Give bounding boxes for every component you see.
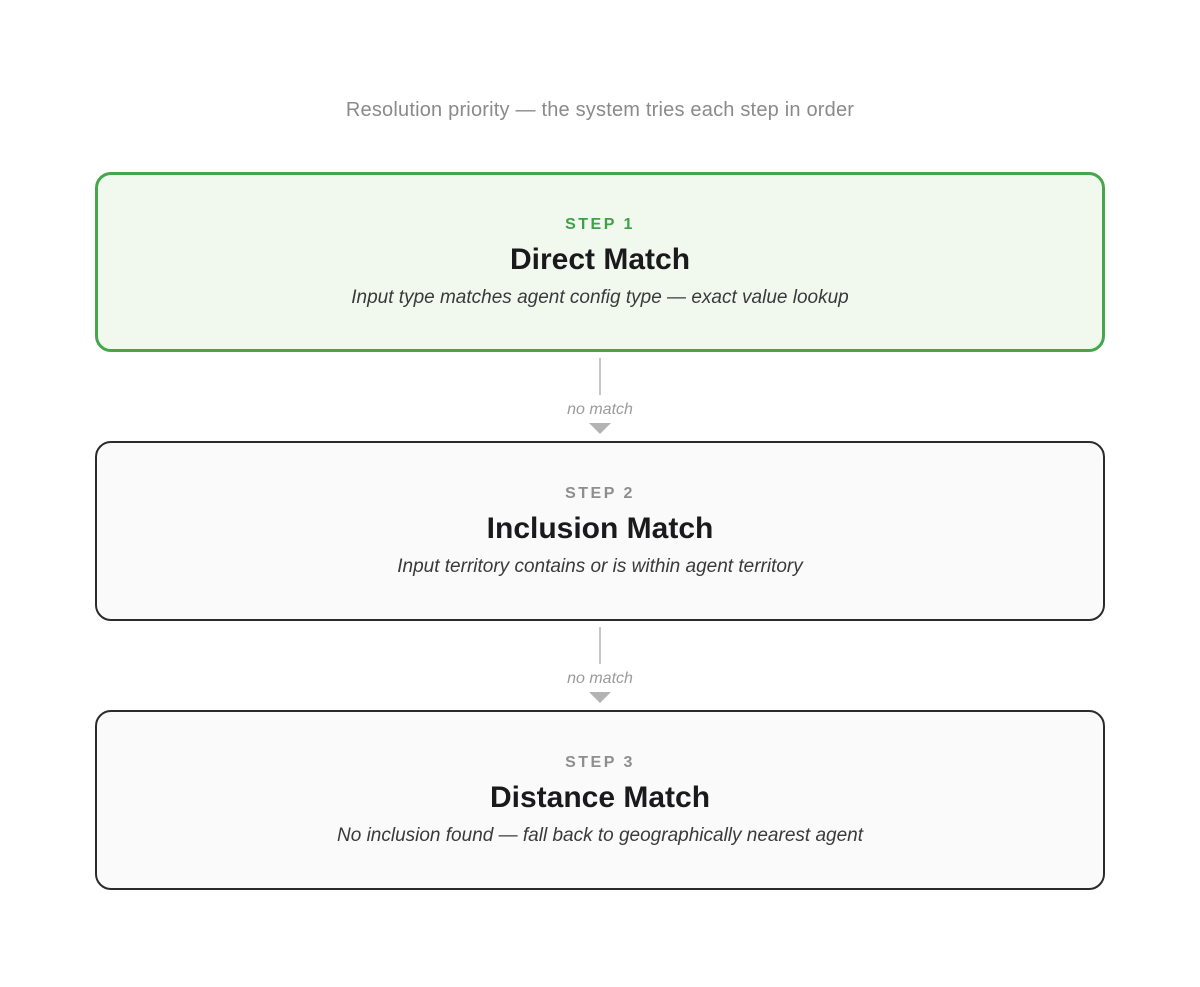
connector-line — [598, 358, 602, 395]
connector-line — [598, 627, 602, 664]
connector-label: no match — [567, 670, 633, 687]
arrow-down-icon — [589, 692, 611, 703]
step-label: STEP 1 — [565, 216, 635, 233]
step-title: Distance Match — [489, 781, 711, 814]
arrow-down-icon — [589, 423, 611, 434]
step-title: Direct Match — [509, 243, 691, 276]
step-description: Input type matches agent config type — e… — [351, 287, 849, 308]
step-description: No inclusion found — fall back to geogra… — [337, 825, 863, 846]
step-card-direct-match: STEP 1 Direct Match Input type matches a… — [95, 172, 1105, 352]
connector-step2-step3: no match — [567, 621, 633, 710]
connector-label: no match — [567, 401, 633, 418]
step-label: STEP 2 — [565, 485, 635, 502]
step-card-inclusion-match: STEP 2 Inclusion Match Input territory c… — [95, 441, 1105, 621]
connector-step1-step2: no match — [567, 352, 633, 441]
step-card-distance-match: STEP 3 Distance Match No inclusion found… — [95, 710, 1105, 890]
diagram-title: Resolution priority — the system tries e… — [345, 99, 855, 121]
step-title: Inclusion Match — [486, 512, 714, 545]
step-label: STEP 3 — [565, 754, 635, 771]
step-description: Input territory contains or is within ag… — [397, 556, 803, 577]
flow-column: STEP 1 Direct Match Input type matches a… — [95, 172, 1105, 890]
